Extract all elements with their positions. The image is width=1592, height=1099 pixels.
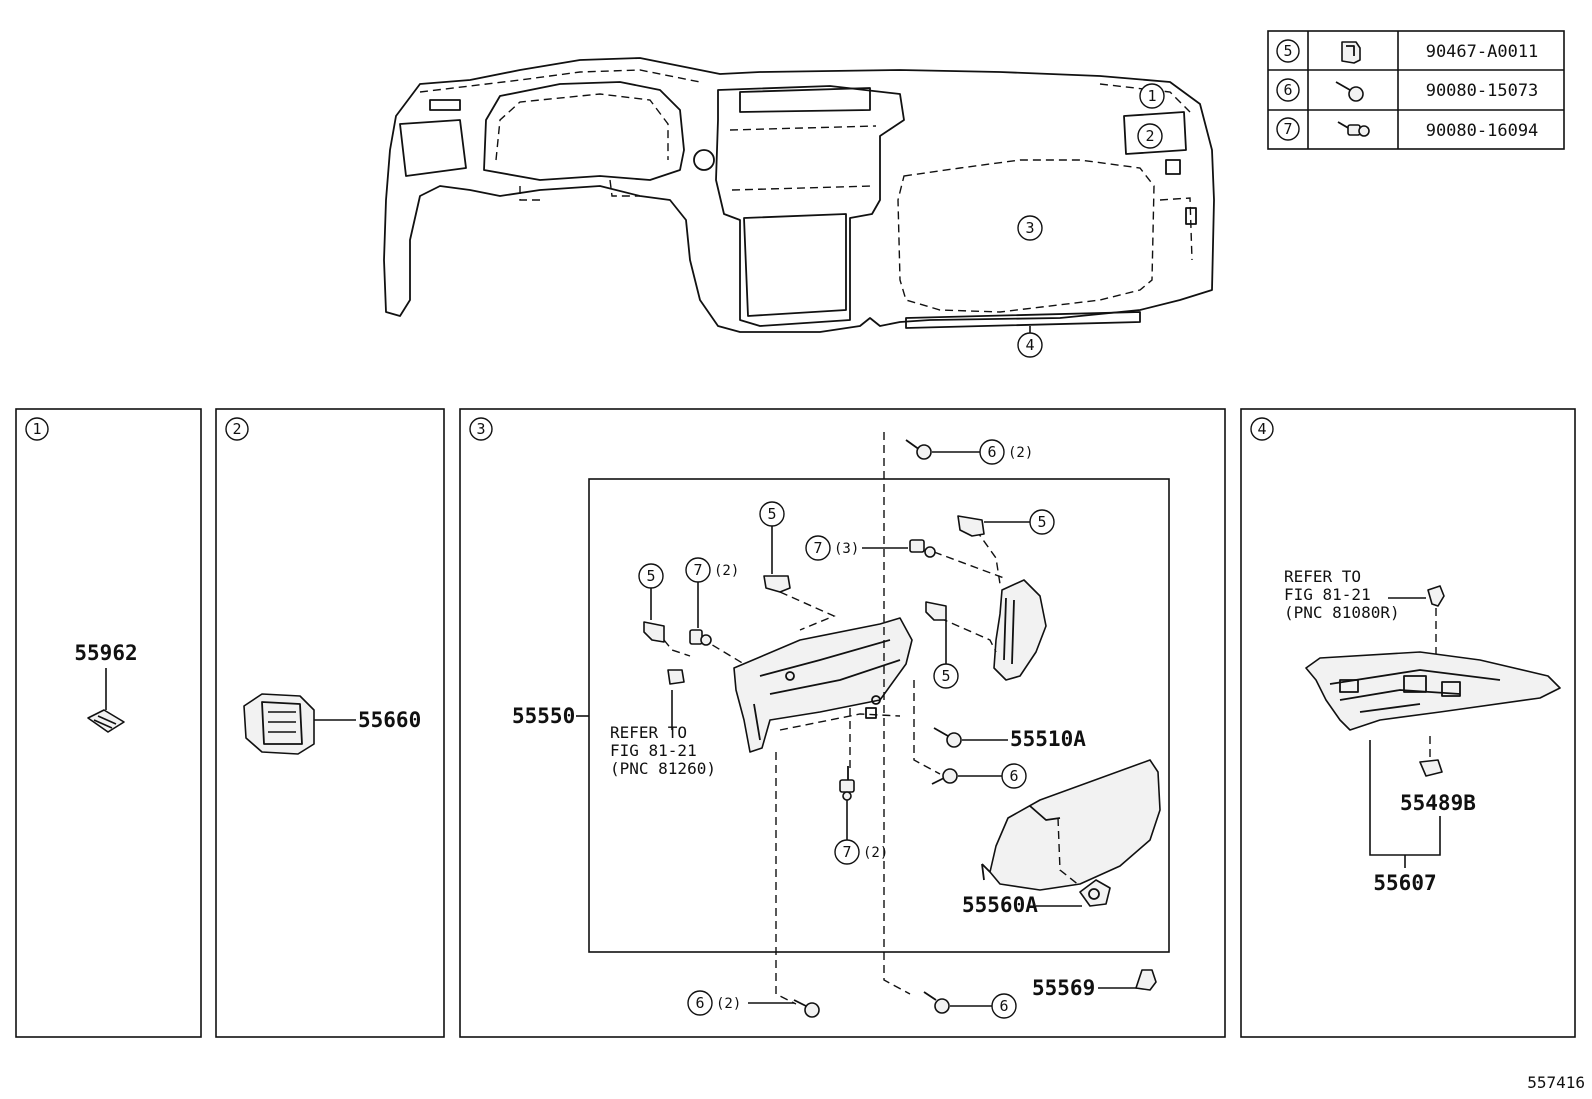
callout-6: 6: [999, 997, 1008, 1015]
fastener-row-5: 5 90467-A0011: [1276, 39, 1539, 64]
callout-5: 5: [646, 567, 655, 585]
part-label-55489B: 55489B: [1400, 791, 1476, 815]
panel-index: 3: [476, 420, 485, 438]
overview-callout: 2: [1145, 127, 1154, 145]
dashboard-overview: 1 2 3 4: [383, 57, 1215, 358]
overview-callout: 1: [1147, 87, 1156, 105]
part-label-55569: 55569: [1032, 976, 1095, 1000]
side-bracket: [993, 579, 1047, 681]
refer-line: REFER TO: [610, 723, 687, 742]
callout-6: 6: [987, 443, 996, 461]
bolt-icon: [689, 629, 712, 646]
clip-icon: [1341, 41, 1361, 64]
panel-index: 2: [232, 420, 241, 438]
fastener-ref: 6: [1283, 81, 1292, 99]
refer-line: (PNC 81260): [610, 759, 716, 778]
panel-index: 1: [32, 420, 41, 438]
part-label-55607: 55607: [1373, 871, 1436, 895]
bolt-icon: [909, 539, 936, 558]
bolt-icon: [1337, 121, 1370, 137]
part-label-55660: 55660: [358, 708, 421, 732]
refer-line: REFER TO: [1284, 567, 1361, 586]
fastener-part-number: 90080-15073: [1426, 81, 1539, 101]
refer-line: FIG 81-21: [610, 741, 697, 760]
glove-box-frame: [733, 617, 913, 753]
overview-callout: 3: [1025, 219, 1034, 237]
clip-icon: [1419, 759, 1443, 777]
panel-4: 4 REFER TO FIG 81-21 (PNC 81080R) 55489B…: [1240, 408, 1576, 1038]
fastener-part-number: 90080-16094: [1426, 121, 1539, 141]
part-label-55560A: 55560A: [962, 893, 1038, 917]
callout-qty: (2): [716, 996, 741, 1012]
lock-cylinder: [1079, 879, 1111, 907]
diagram-id: 557416: [1527, 1073, 1585, 1092]
part-label-55550: 55550: [512, 704, 575, 728]
callout-7: 7: [813, 539, 822, 557]
fastener-ref: 7: [1283, 120, 1292, 138]
fastener-table: 5 90467-A0011 6 90080-15073 7 9: [1267, 30, 1565, 150]
part-label-55962: 55962: [74, 641, 137, 665]
fastener-part-number: 90467-A0011: [1426, 42, 1539, 62]
callout-6: 6: [695, 994, 704, 1012]
overview-callout: 4: [1025, 336, 1034, 354]
refer-line: FIG 81-21: [1284, 585, 1371, 604]
glove-box-door: [981, 759, 1161, 891]
panel-index: 4: [1257, 420, 1266, 438]
damper-icon: [933, 727, 962, 748]
clip-icon: [763, 575, 791, 593]
callout-qty: (2): [1008, 445, 1033, 461]
panel-1: 1 55962: [15, 408, 202, 1038]
callout-7: 7: [842, 843, 851, 861]
screw-icon: [931, 768, 958, 785]
screw-icon: [793, 999, 820, 1018]
part-label-55510A: 55510A: [1010, 727, 1086, 751]
fastener-ref: 5: [1283, 42, 1292, 60]
callout-qty: (3): [834, 541, 859, 557]
callout-5: 5: [767, 505, 776, 523]
trim-pad-icon: [87, 709, 125, 733]
screw-icon: [1335, 81, 1364, 102]
clip-icon: [643, 621, 665, 643]
clip-part-icon: [1135, 969, 1157, 991]
panel-2: 2 55660: [215, 408, 445, 1038]
air-vent-icon: [243, 693, 315, 755]
callout-5: 5: [941, 667, 950, 685]
refer-line: (PNC 81080R): [1284, 603, 1400, 622]
under-cover-tray: [1305, 651, 1561, 731]
callout-5: 5: [1037, 513, 1046, 531]
bolt-icon: [839, 766, 855, 801]
callout-qty: (2): [714, 563, 739, 579]
clip-icon: [1427, 585, 1445, 607]
callout-6: 6: [1009, 767, 1018, 785]
screw-icon: [923, 991, 950, 1014]
fastener-row-7: 7 90080-16094: [1276, 117, 1539, 141]
callout-7: 7: [693, 561, 702, 579]
screw-icon: [905, 439, 932, 460]
clip-icon: [925, 601, 947, 621]
callout-qty: (2): [863, 845, 888, 861]
clip-icon: [957, 515, 985, 537]
fastener-row-6: 6 90080-15073: [1276, 78, 1539, 102]
panel-3: 3 55550 REFER TO FIG 81-21 (PNC 81260): [459, 408, 1226, 1038]
